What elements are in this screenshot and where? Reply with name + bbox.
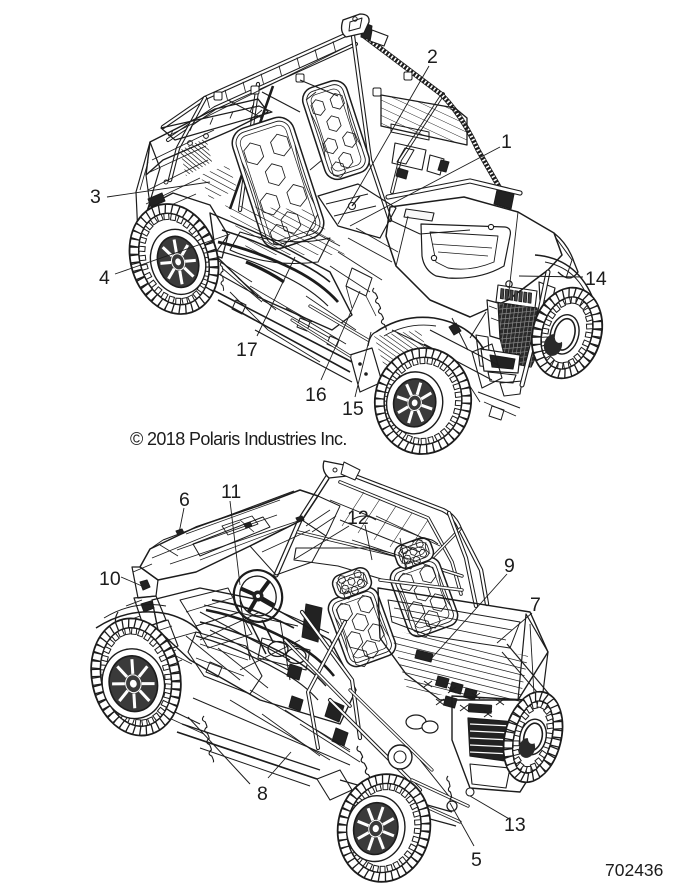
- svg-text:16: 16: [305, 384, 327, 406]
- svg-text:6: 6: [179, 489, 190, 511]
- svg-text:11: 11: [221, 481, 241, 503]
- svg-text:12: 12: [347, 507, 369, 529]
- svg-text:9: 9: [504, 555, 515, 577]
- svg-text:7: 7: [530, 594, 541, 616]
- svg-text:13: 13: [504, 814, 526, 836]
- svg-text:14: 14: [585, 268, 607, 290]
- svg-text:4: 4: [99, 267, 110, 289]
- svg-text:10: 10: [99, 568, 121, 590]
- svg-text:1: 1: [501, 131, 512, 153]
- svg-text:702436: 702436: [605, 860, 663, 880]
- svg-text:8: 8: [257, 783, 268, 805]
- svg-text:© 2018 Polaris Industries Inc.: © 2018 Polaris Industries Inc.: [130, 429, 347, 449]
- svg-text:17: 17: [236, 339, 258, 361]
- svg-text:2: 2: [427, 46, 438, 68]
- svg-text:15: 15: [342, 398, 364, 420]
- svg-text:5: 5: [471, 849, 482, 871]
- svg-text:3: 3: [90, 186, 101, 208]
